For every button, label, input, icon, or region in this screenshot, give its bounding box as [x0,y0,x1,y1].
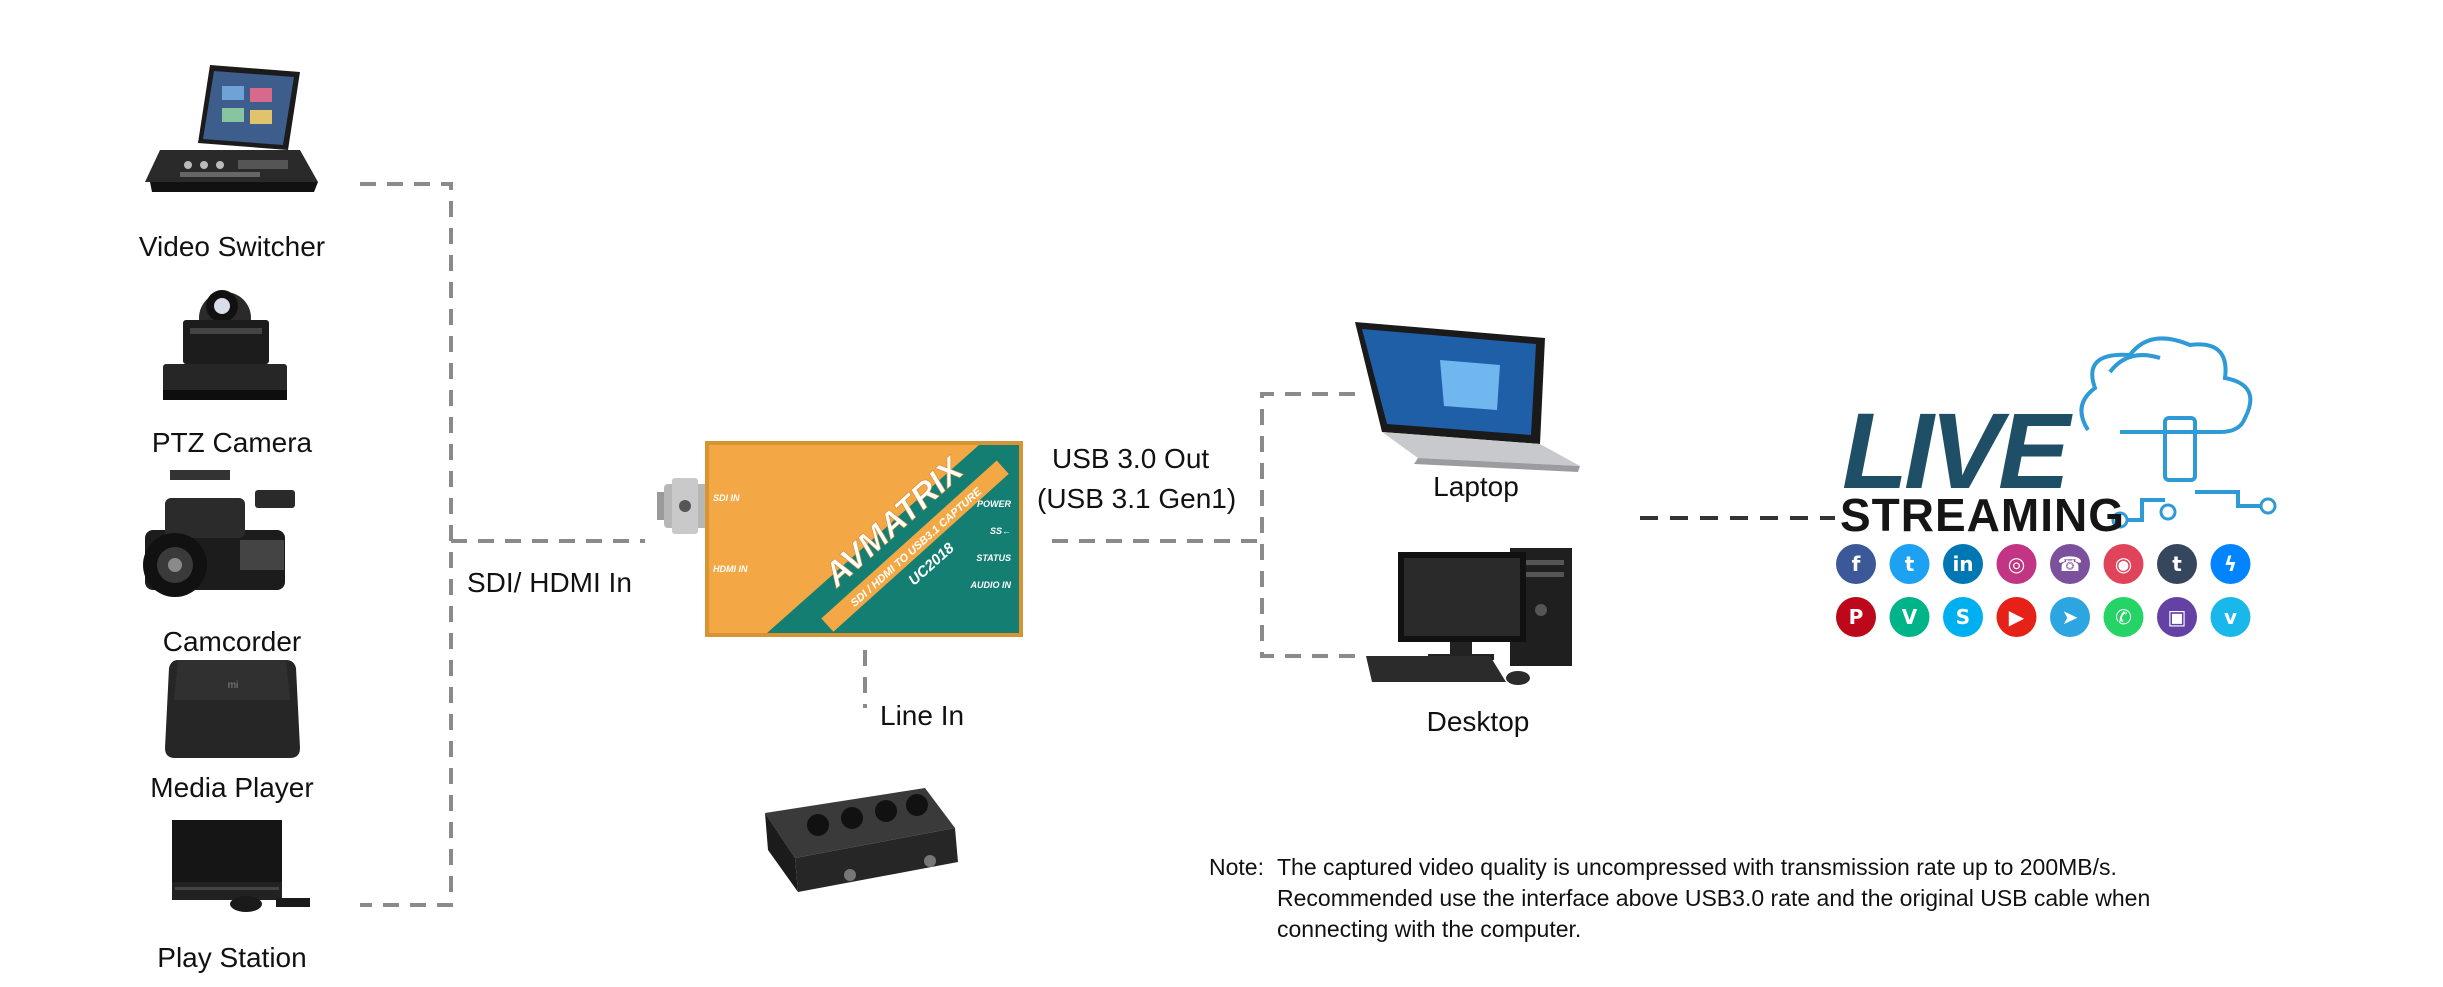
note-block: Note: The captured video quality is unco… [1209,852,2329,945]
twitch-glyph: ▣ [2168,605,2187,629]
media-player-icon: mi [165,660,300,758]
port-label-audio-in: AUDIO IN [970,580,1012,590]
vimeo-glyph: v [2224,605,2237,629]
social-icon-grid: f t in ◎ ☎ ◉ t ϟP V S ▶ ➤ ✆ ▣ v [1836,544,2251,637]
device-panel [767,445,1019,633]
skype-icon: S [1943,597,1983,637]
vine-glyph: V [1902,605,1918,629]
linkedin-glyph: in [1952,552,1973,576]
logo-word-streaming: STREAMING [1840,489,2125,541]
whatsapp-glyph: ✆ [2115,605,2132,629]
whatsapp-icon: ✆ [2103,597,2144,637]
viber-glyph: ☎ [2058,552,2083,576]
cloud-icon [2079,336,2262,522]
messenger-glyph: ϟ [2224,552,2237,576]
note-prefix: Note: [1209,854,1264,880]
video-switcher-icon [145,65,318,192]
source-label: PTZ Camera [152,427,313,458]
camcorder-icon [143,470,295,597]
live-streaming-logo: LIVE STREAMING f t in ◎ ☎ ◉ t ϟP V S ▶ ➤ ✆ ▣ v [1836,336,2277,637]
skype-glyph: S [1956,605,1970,629]
usb-out-label: USB 3.0 Out [1052,443,1209,474]
source-label: Play Station [157,942,306,973]
audio-mixer-icon [765,788,958,892]
computer-label: Desktop [1427,706,1530,737]
pinterest-glyph: P [1849,605,1864,629]
instagram-icon: ◎ [1996,544,2037,584]
port-label-sdi-in: SDI IN [713,493,740,503]
vine-icon: V [1889,597,1930,637]
svg-text:mi: mi [228,680,239,691]
viber-icon: ☎ [2050,544,2090,584]
linkedin-icon: in [1943,544,1983,584]
ptz-camera-icon [163,290,287,400]
line-in-label: Line In [880,700,964,731]
twitch-icon: ▣ [2157,597,2197,637]
vimeo-icon: v [2210,597,2251,637]
port-label-hdmi-in: HDMI IN [713,564,748,574]
telegram-glyph: ➤ [2062,605,2079,629]
input-label: SDI/ HDMI In [467,567,632,598]
laptop-icon [1355,322,1580,472]
instagram-glyph: ◎ [2008,552,2025,576]
periscope-glyph: ◉ [2115,552,2132,576]
port-label-status: STATUS [976,553,1011,563]
port-label-usb: SS← [990,526,1011,536]
computer-label: Laptop [1433,471,1519,502]
note-line: Recommended use the interface above USB3… [1277,885,2151,911]
port-label-power: POWER [977,499,1012,509]
computer-branch-line [1260,392,1355,658]
desktop-computer-icon [1366,548,1572,685]
logo-word-live: LIVE [1842,390,2073,511]
facebook-glyph: f [1852,552,1861,576]
youtube-icon: ▶ [1996,597,2037,637]
usb-out-sublabel: (USB 3.1 Gen1) [1037,483,1236,514]
input-bus-line [360,182,453,907]
game-console-icon [172,820,310,912]
twitter-icon: t [1889,544,1930,584]
pinterest-icon: P [1836,597,1876,637]
capture-device: AVMATRIX SDI / HDMI TO USB3.1 CAPTURE UC… [657,441,1023,637]
source-label: Camcorder [163,626,301,657]
facebook-icon: f [1836,544,1876,584]
note-line: The captured video quality is uncompress… [1277,854,2117,880]
telegram-icon: ➤ [2050,597,2090,637]
periscope-icon: ◉ [2103,544,2144,584]
source-label: Media Player [150,772,313,803]
youtube-glyph: ▶ [2009,605,2025,629]
tumblr-icon: t [2157,544,2197,584]
tumblr-glyph: t [2172,552,2182,576]
twitter-glyph: t [1905,552,1915,576]
source-label: Video Switcher [139,231,325,262]
messenger-icon: ϟ [2210,544,2251,584]
note-line: connecting with the computer. [1277,916,1582,942]
